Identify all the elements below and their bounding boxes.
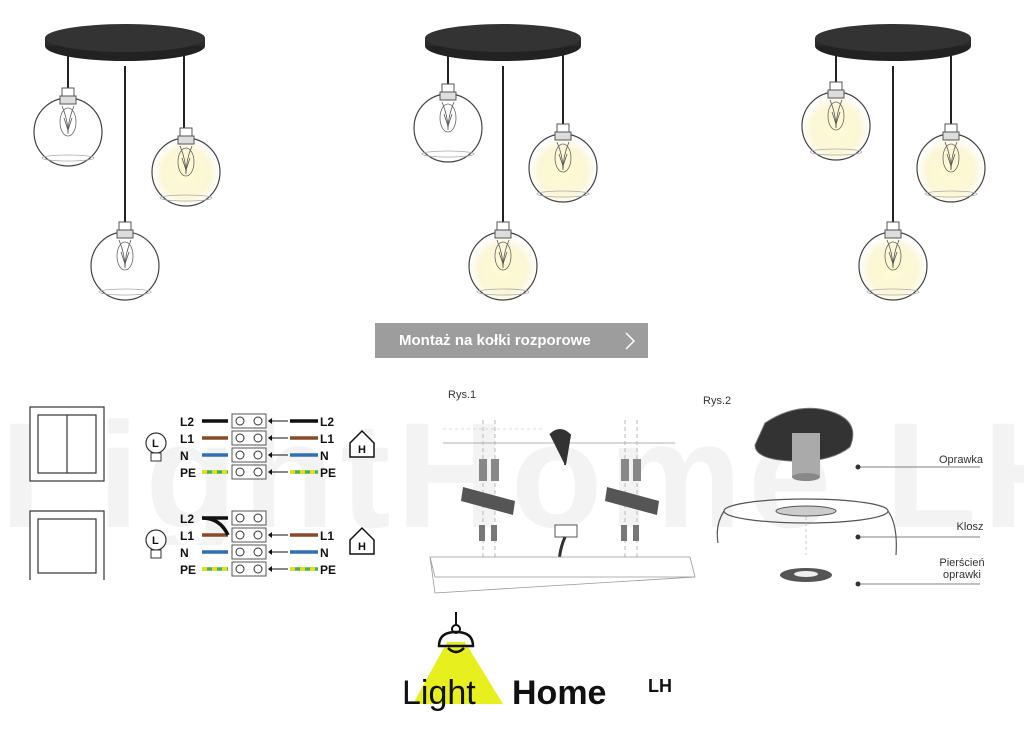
part-label-oprawka: Oprawka xyxy=(938,454,984,466)
wire-label-left-0-0: L2 xyxy=(180,415,194,429)
arrowhead-0-0 xyxy=(268,418,272,424)
wire-label-right-0-3: PE xyxy=(320,466,336,480)
screw-right-1-1 xyxy=(253,530,263,540)
figure2-label: Rys.2 xyxy=(703,395,732,407)
screw-right-1-3 xyxy=(253,564,263,574)
arrowhead-0-2 xyxy=(268,452,272,458)
figure1-mounting-drawing xyxy=(429,420,696,594)
screw-left-1-1 xyxy=(235,530,245,540)
arrowhead-1-2 xyxy=(268,549,272,555)
wire-label-left-0-2: N xyxy=(180,449,189,463)
wire-label-left-0-3: PE xyxy=(180,466,196,480)
part-label-klosz: Klosz xyxy=(956,521,984,533)
screw-left-0-0 xyxy=(235,416,245,426)
wire-label-right-1-3: PE xyxy=(320,563,336,577)
bulb-letter-1: L xyxy=(152,535,159,547)
screw-left-0-3 xyxy=(235,467,245,477)
banner-label: Montaż na kołki rozporowe xyxy=(399,332,591,349)
wire-label-left-1-0: L2 xyxy=(180,512,194,526)
wire-label-right-0-1: L1 xyxy=(320,432,334,446)
wire-label-right-1-1: L1 xyxy=(320,529,334,543)
lamp-2 xyxy=(413,24,598,301)
logo-suffix: LH xyxy=(648,676,672,696)
left-anchor-set xyxy=(461,420,515,570)
wire-label-left-1-1: L1 xyxy=(180,529,194,543)
product-illustrations xyxy=(33,24,986,301)
screw-right-0-2 xyxy=(253,450,263,460)
screw-right-0-1 xyxy=(253,433,263,443)
right-anchor-set xyxy=(605,420,659,570)
screw-left-0-1 xyxy=(235,433,245,443)
arrowhead-0-3 xyxy=(268,469,272,475)
house-icon xyxy=(349,526,375,555)
part-label-pierscien: Pierścień oprawki xyxy=(939,557,985,581)
lamp-3 xyxy=(801,24,986,301)
logo-word-home: Home xyxy=(512,674,607,712)
bulb-base-1 xyxy=(150,549,162,559)
bulb-base-0 xyxy=(150,452,162,462)
double-switch-icon xyxy=(29,406,105,482)
wire-label-right-1-2: N xyxy=(320,546,329,560)
screw-left-1-0 xyxy=(235,513,245,523)
mounting-banner: Montaż na kołki rozporowe xyxy=(375,323,648,358)
house-letter-0: H xyxy=(358,444,366,456)
wire-label-right-0-0: L2 xyxy=(320,415,334,429)
house-icon xyxy=(349,429,375,458)
screw-left-1-3 xyxy=(235,564,245,574)
lamp-1 xyxy=(33,24,221,301)
jumper-wire xyxy=(201,516,230,536)
figure1-label: Rys.1 xyxy=(448,389,477,401)
figure2-exploded-drawing xyxy=(716,407,980,587)
wire-label-left-1-3: PE xyxy=(180,563,196,577)
wire-label-left-0-1: L1 xyxy=(180,432,194,446)
wire-label-left-1-2: N xyxy=(180,546,189,560)
screw-right-1-2 xyxy=(253,547,263,557)
lamp-logo-icon xyxy=(415,612,503,704)
screw-left-0-2 xyxy=(235,450,245,460)
chevron-right-icon xyxy=(625,332,636,350)
arrowhead-0-1 xyxy=(268,435,272,441)
arrowhead-1-1 xyxy=(268,532,272,538)
screw-right-0-3 xyxy=(253,467,263,477)
bulb-letter-0: L xyxy=(152,438,159,450)
arrowhead-1-3 xyxy=(268,566,272,572)
wall-switches xyxy=(29,406,105,580)
logo-word-light: Light xyxy=(402,674,476,712)
screw-right-1-0 xyxy=(253,513,263,523)
wire-label-right-0-2: N xyxy=(320,449,329,463)
single-switch-icon xyxy=(29,510,105,580)
screw-right-0-0 xyxy=(253,416,263,426)
watermark: LightHome LH xyxy=(0,405,1024,545)
screw-left-1-2 xyxy=(235,547,245,557)
house-letter-1: H xyxy=(358,541,366,553)
